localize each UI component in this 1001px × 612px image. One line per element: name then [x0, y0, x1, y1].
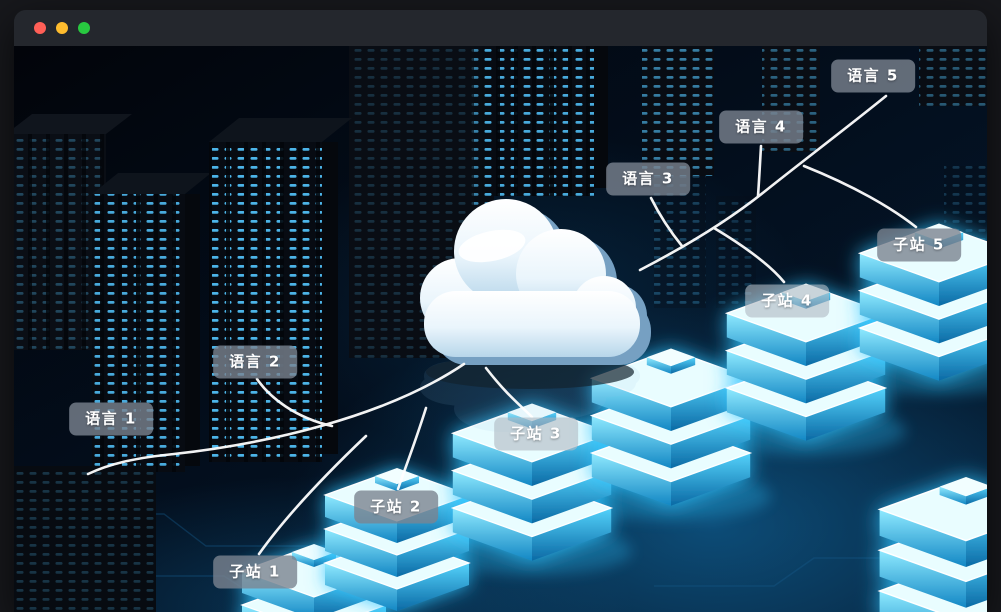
- connector-site-5: [802, 164, 918, 229]
- connector-site-2: [396, 406, 428, 491]
- node-label-lang-1: 语言 1: [69, 402, 153, 436]
- node-label-site-4: 子站 4: [745, 284, 829, 318]
- node-label-site-1: 子站 1: [213, 555, 297, 589]
- node-label-site-3: 子站 3: [494, 417, 578, 451]
- connector-lines: [86, 94, 918, 556]
- node-label-lang-4: 语言 4: [719, 110, 803, 144]
- connector-site-1: [257, 434, 368, 556]
- server-tower: [209, 118, 352, 462]
- server-tower: [482, 46, 608, 196]
- cloud-network-diagram: 语言 1 语言 2 语言 3 语言 4 语言 5 子站 1 子站 2 子站 3 …: [14, 46, 987, 612]
- close-button[interactable]: [34, 22, 46, 34]
- node-label-lang-2: 语言 2: [213, 345, 297, 379]
- node-label-site-5: 子站 5: [877, 228, 961, 262]
- connector-site-3: [484, 366, 534, 419]
- server-tower: [14, 114, 132, 350]
- cloud-icon: [420, 199, 651, 433]
- connector-lang-1: [86, 362, 466, 476]
- node-label-lang-3: 语言 3: [606, 162, 690, 196]
- connector-lang-5: [638, 94, 888, 272]
- server-tower: [14, 466, 156, 612]
- glow-stacks: [242, 224, 987, 612]
- connector-lang-3: [649, 196, 684, 248]
- minimize-button[interactable]: [56, 22, 68, 34]
- node-label-site-2: 子站 2: [354, 490, 438, 524]
- window-titlebar[interactable]: [14, 10, 987, 46]
- node-label-lang-5: 语言 5: [831, 59, 915, 93]
- connector-site-4: [712, 226, 786, 284]
- app-window: 语言 1 语言 2 语言 3 语言 4 语言 5 子站 1 子站 2 子站 3 …: [14, 10, 987, 612]
- connector-lang-2: [255, 377, 334, 428]
- zoom-button[interactable]: [78, 22, 90, 34]
- datacenter-illustration: [14, 46, 987, 612]
- connector-lang-4: [756, 144, 763, 198]
